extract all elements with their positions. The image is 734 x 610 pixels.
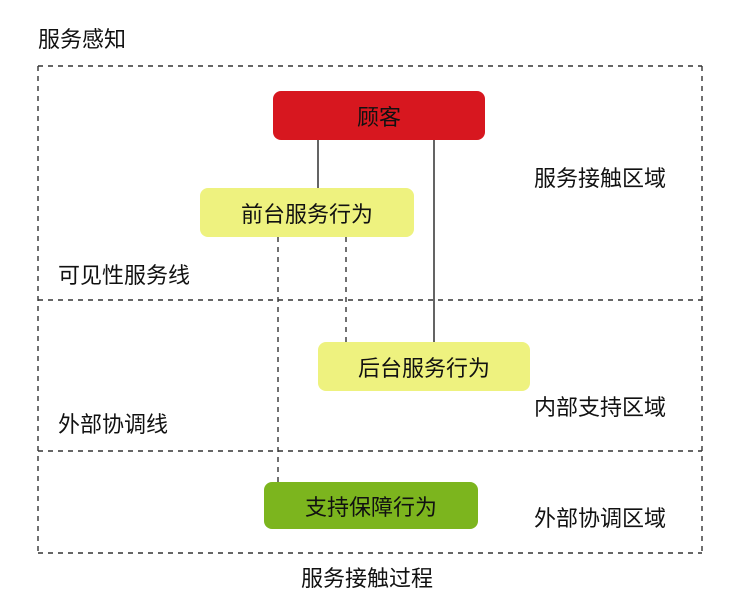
customer-node: 顾客 <box>273 91 485 140</box>
diagram-footer: 服务接触过程 <box>300 567 433 592</box>
back-service-node: 后台服务行为 <box>318 342 530 391</box>
front-service-node: 前台服务行为 <box>200 188 414 237</box>
zone-internal-label: 内部支持区域 <box>534 396 667 421</box>
visibility-line-label: 可见性服务线 <box>58 264 191 289</box>
outer-frame <box>37 65 703 554</box>
diagram-title: 服务感知 <box>38 28 127 53</box>
zone-contact-label: 服务接触区域 <box>534 167 667 192</box>
external-line-label: 外部协调线 <box>58 413 169 438</box>
zone-external-label: 外部协调区域 <box>534 507 667 532</box>
support-node: 支持保障行为 <box>264 482 478 529</box>
